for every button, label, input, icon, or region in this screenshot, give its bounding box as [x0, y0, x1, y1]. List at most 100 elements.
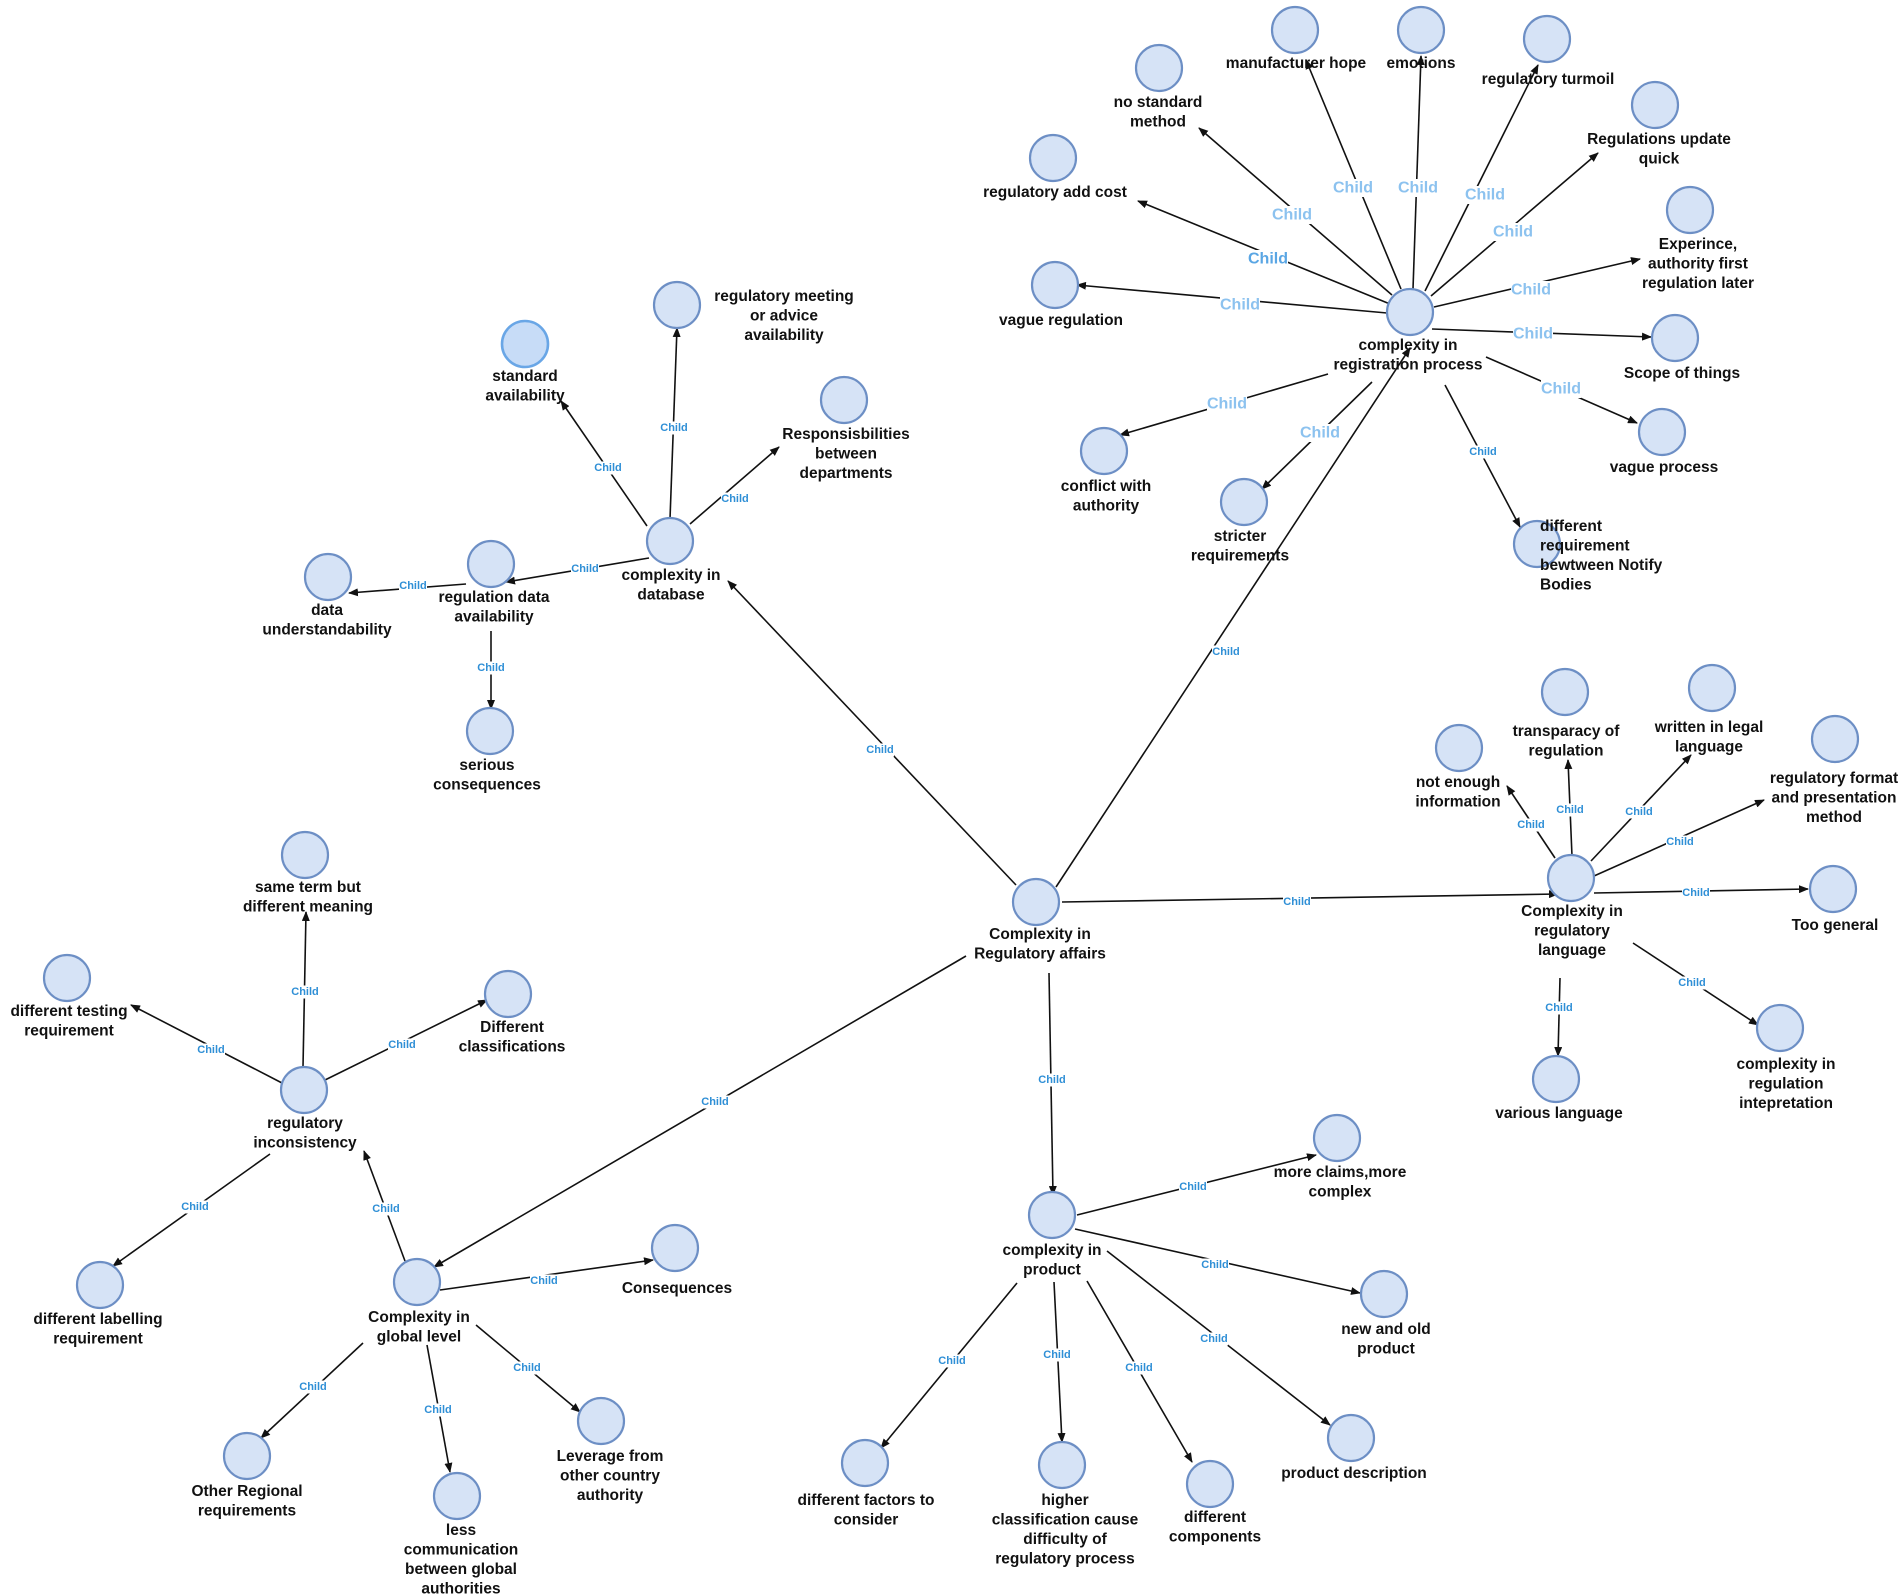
node-circle-vague[interactable]	[1030, 260, 1080, 310]
node-circle-various[interactable]	[1531, 1054, 1581, 1104]
node-label-line: more claims,more	[1274, 1164, 1407, 1181]
node-circle-higher[interactable]	[1037, 1440, 1087, 1490]
node-circle-exp[interactable]	[1665, 185, 1715, 235]
node-turm[interactable]: regulatory turmoil	[1482, 14, 1615, 88]
node-emo[interactable]: emotions	[1387, 5, 1456, 72]
node-circle-interp[interactable]	[1755, 1003, 1805, 1053]
node-mfr[interactable]: manufacturer hope	[1226, 5, 1367, 72]
node-circle-diffclass[interactable]	[483, 969, 533, 1019]
node-circle-turm[interactable]	[1522, 14, 1572, 64]
node-scope[interactable]: Scope of things	[1624, 313, 1740, 382]
node-circle-conseq[interactable]	[650, 1223, 700, 1273]
node-circle-strict[interactable]	[1219, 477, 1269, 527]
node-circle-nostd[interactable]	[1134, 43, 1184, 93]
node-circle-vproc[interactable]	[1637, 407, 1687, 457]
node-circle-leverage[interactable]	[576, 1396, 626, 1446]
node-circle-claims[interactable]	[1312, 1113, 1362, 1163]
node-circle-transp[interactable]	[1540, 667, 1590, 717]
node-circle-factors[interactable]	[840, 1438, 890, 1488]
node-circle-db[interactable]	[645, 516, 695, 566]
node-circle-sameterm[interactable]	[280, 830, 330, 880]
node-circle-otherreg[interactable]	[222, 1431, 272, 1481]
node-label-line: complexity in	[1736, 1056, 1835, 1073]
node-circle-format[interactable]	[1810, 714, 1860, 764]
node-pdesc[interactable]: product description	[1281, 1413, 1427, 1482]
node-circle-cost[interactable]	[1028, 133, 1078, 183]
node-circle-lang[interactable]	[1546, 853, 1596, 903]
node-circle-mfr[interactable]	[1270, 5, 1320, 55]
node-circle-glob[interactable]	[392, 1257, 442, 1307]
node-vproc[interactable]: vague process	[1610, 407, 1719, 476]
node-circle-resp[interactable]	[819, 375, 869, 425]
node-circle-stdav[interactable]	[500, 319, 550, 369]
node-circle-rda[interactable]	[466, 539, 516, 589]
node-circle-pdesc[interactable]	[1326, 1413, 1376, 1463]
node-circle-notify[interactable]	[1512, 519, 1562, 569]
node-circle-prod[interactable]	[1027, 1190, 1077, 1240]
node-various[interactable]: various language	[1495, 1054, 1623, 1122]
node-conseq[interactable]: Consequences	[622, 1223, 732, 1297]
node-circle-lesscomm[interactable]	[432, 1471, 482, 1521]
node-circle-toogen[interactable]	[1808, 864, 1858, 914]
node-circle-incons[interactable]	[279, 1065, 329, 1115]
node-circle-root[interactable]	[1011, 877, 1061, 927]
node-circle-confl[interactable]	[1079, 426, 1129, 476]
node-circle-scope[interactable]	[1650, 313, 1700, 363]
node-toogen[interactable]: Too general	[1792, 864, 1879, 934]
node-circle-legal[interactable]	[1687, 663, 1737, 713]
node-vague[interactable]: vague regulation	[999, 260, 1123, 329]
node-circle-emo[interactable]	[1396, 5, 1446, 55]
node-label-line: components	[1169, 1529, 1261, 1546]
node-circle-dataund[interactable]	[303, 552, 353, 602]
edge-label-root-db: Child	[866, 744, 894, 756]
node-circle-newold[interactable]	[1359, 1269, 1409, 1319]
node-label-line: database	[637, 587, 705, 604]
node-circle-difftest[interactable]	[42, 953, 92, 1003]
node-circle-serious[interactable]	[465, 706, 515, 756]
node-circle-difflabel[interactable]	[75, 1260, 125, 1310]
node-circle-notenough[interactable]	[1434, 723, 1484, 773]
node-circle-comps[interactable]	[1185, 1459, 1235, 1509]
node-circle-reg[interactable]	[1385, 287, 1435, 337]
node-cost[interactable]: regulatory add cost	[983, 133, 1127, 201]
node-circle-upd[interactable]	[1630, 80, 1680, 130]
node-circle-meet[interactable]	[652, 280, 702, 330]
